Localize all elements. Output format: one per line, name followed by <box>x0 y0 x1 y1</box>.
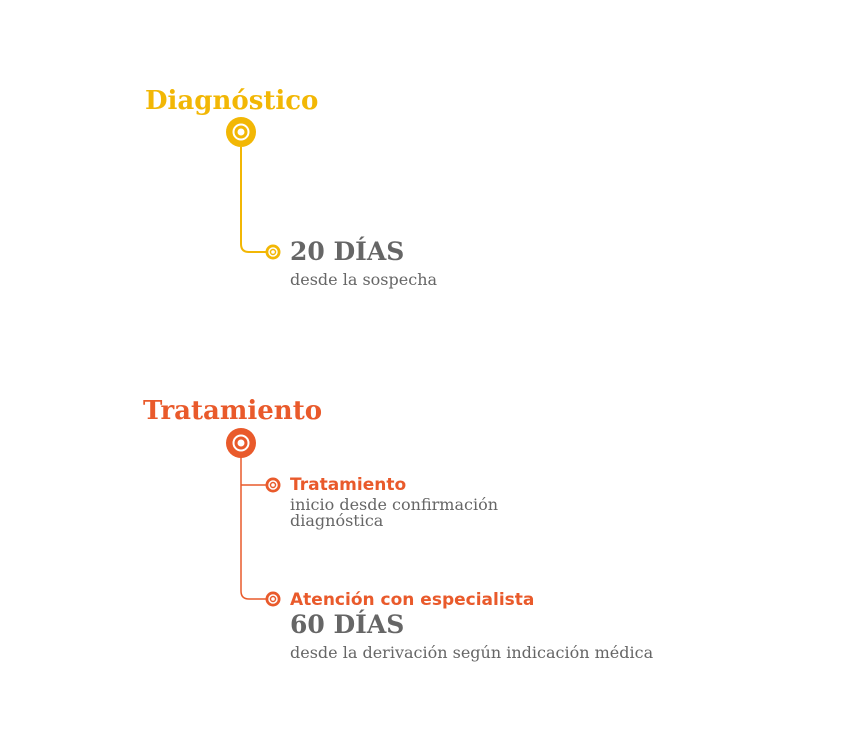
tratamiento-main-node-icon <box>226 428 256 458</box>
especialista-item: Atención con especialista 60 DÍAS desde … <box>290 590 653 661</box>
especialista-description: desde la derivación según indicación méd… <box>290 643 654 662</box>
especialista-days: 60 DÍAS <box>290 610 405 639</box>
tratamiento-connector-line <box>240 457 266 600</box>
tratamiento-item-description-line-1: inicio desde confirmación <box>290 495 498 514</box>
diagnostico-title: Diagnóstico <box>145 86 319 116</box>
diagnostico-description: desde la sospecha <box>290 270 438 289</box>
tratamiento-title: Tratamiento <box>143 396 323 426</box>
diagnostico-connector-line <box>240 147 266 253</box>
tratamiento-item-description-line-2: diagnóstica <box>290 511 384 530</box>
diagnostico-days: 20 DÍAS <box>290 237 405 266</box>
tratamiento-sub-node-icon <box>265 477 281 493</box>
tratamiento-item-title: Tratamiento <box>290 475 407 495</box>
diagnostico-item: 20 DÍAS desde la sospecha <box>290 238 437 288</box>
especialista-sub-node-icon <box>265 591 281 607</box>
tratamiento-item: Tratamiento inicio desde confirmación di… <box>290 475 498 529</box>
diagnostico-sub-node-icon <box>265 244 281 260</box>
especialista-title: Atención con especialista <box>290 590 535 610</box>
diagnostico-main-node-icon <box>226 117 256 147</box>
